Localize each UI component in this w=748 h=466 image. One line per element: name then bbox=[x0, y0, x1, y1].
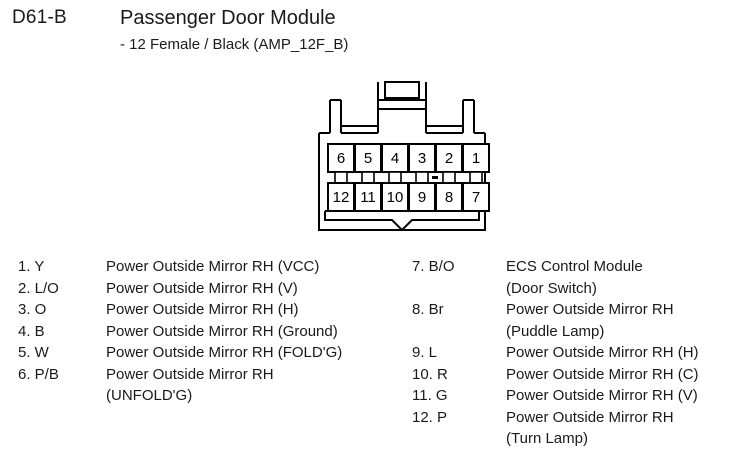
pin-id: 1. Y bbox=[18, 258, 45, 275]
pin-list-item: 10. R Power Outside Mirror RH (C) bbox=[400, 364, 748, 386]
pin-desc: Power Outside Mirror RH (Ground) bbox=[106, 322, 338, 340]
pin-number-12: 12 bbox=[333, 189, 350, 206]
pin-id: 9. L bbox=[412, 344, 438, 361]
page-title: Passenger Door Module bbox=[120, 7, 336, 29]
module-subtitle: - 12 Female / Black (AMP_12F_B) bbox=[120, 36, 349, 53]
pin-list-item: 7. B/O ECS Control Module bbox=[400, 256, 748, 278]
right-shoulder bbox=[426, 125, 463, 134]
pin-cell-6 bbox=[327, 143, 355, 173]
pin-desc-continuation: (Door Switch) bbox=[506, 279, 597, 297]
pin-number-11: 11 bbox=[360, 189, 376, 206]
pin-stub-6 bbox=[334, 171, 348, 184]
pin-list-item-continuation: (UNFOLD'G) bbox=[0, 385, 400, 407]
connector-code: D61-B bbox=[12, 7, 67, 28]
pin-list-left: 1. Y Power Outside Mirror RH (VCC) 2. L/… bbox=[0, 256, 400, 407]
pin-cell-9 bbox=[408, 182, 436, 212]
left-ear bbox=[329, 99, 342, 133]
pin-id: 2. L/O bbox=[18, 279, 59, 297]
bottom-band bbox=[324, 210, 480, 232]
header: D61-B Passenger Door Module - 12 Female … bbox=[0, 0, 748, 70]
pin-id: 12. P bbox=[412, 408, 448, 426]
pin-id: 10. R bbox=[412, 365, 448, 383]
pin-list-item-continuation: (Door Switch) bbox=[400, 278, 748, 300]
pin-number-4: 4 bbox=[391, 150, 399, 167]
pin-desc-continuation: (Puddle Lamp) bbox=[506, 322, 605, 340]
pin-id: 4. B bbox=[18, 322, 45, 340]
pin-number-9: 9 bbox=[418, 189, 426, 206]
pin-list-item: 1. Y Power Outside Mirror RH (VCC) bbox=[0, 256, 400, 278]
pin-stub-1 bbox=[469, 171, 483, 184]
pin-id: 11. G bbox=[412, 387, 448, 404]
latch-tab bbox=[377, 82, 427, 110]
pin-number-6: 6 bbox=[337, 150, 345, 167]
pin-desc: Power Outside Mirror RH (VCC) bbox=[106, 258, 320, 275]
pin-desc: ECS Control Module bbox=[506, 258, 643, 275]
pin-number-8: 8 bbox=[445, 189, 453, 206]
pin-stub-4 bbox=[388, 171, 402, 184]
connector-body-outline bbox=[318, 132, 486, 231]
pin-id: 3. O bbox=[18, 301, 47, 318]
pin-number-2: 2 bbox=[445, 150, 453, 167]
pin-id: 6. P/B bbox=[18, 365, 59, 383]
pin-list-item: 3. O Power Outside Mirror RH (H) bbox=[0, 299, 400, 321]
keying-dot bbox=[432, 176, 438, 179]
pin-list-item: 11. G Power Outside Mirror RH (V) bbox=[400, 385, 748, 407]
pin-stub-3 bbox=[415, 171, 429, 184]
pin-stub-5 bbox=[361, 171, 375, 184]
pin-number-7: 7 bbox=[472, 189, 480, 206]
pin-desc: Power Outside Mirror RH bbox=[106, 365, 274, 383]
pin-desc: Power Outside Mirror RH (V) bbox=[506, 387, 698, 404]
pin-list-item: 12. P Power Outside Mirror RH bbox=[400, 407, 748, 429]
pin-desc: Power Outside Mirror RH (H) bbox=[506, 344, 699, 361]
pin-number-3: 3 bbox=[418, 150, 426, 167]
pin-number-5: 5 bbox=[364, 150, 372, 167]
pin-desc: Power Outside Mirror RH (C) bbox=[506, 365, 699, 383]
pin-cell-10 bbox=[381, 182, 409, 212]
pin-desc: Power Outside Mirror RH bbox=[506, 408, 674, 426]
pin-cell-5 bbox=[354, 143, 382, 173]
pin-desc: Power Outside Mirror RH (FOLD'G) bbox=[106, 344, 343, 361]
pin-desc: Power Outside Mirror RH (V) bbox=[106, 279, 298, 297]
left-shoulder bbox=[341, 125, 378, 134]
pin-cell-12 bbox=[327, 182, 355, 212]
pin-number-1: 1 bbox=[472, 150, 480, 167]
pin-desc: Power Outside Mirror RH bbox=[506, 301, 674, 318]
right-ear bbox=[462, 99, 475, 133]
pin-desc-continuation: (Turn Lamp) bbox=[506, 430, 588, 447]
pin-stub-2 bbox=[442, 171, 456, 184]
pin-list-item-continuation: (Turn Lamp) bbox=[400, 428, 748, 450]
latch-cap bbox=[384, 81, 420, 99]
pin-id: 7. B/O bbox=[412, 258, 455, 275]
pin-id: 5. W bbox=[18, 344, 49, 361]
pin-desc: Power Outside Mirror RH (H) bbox=[106, 301, 299, 318]
pin-list-item: 4. B Power Outside Mirror RH (Ground) bbox=[0, 321, 400, 343]
pin-number-10: 10 bbox=[387, 189, 404, 206]
pin-id: 8. Br bbox=[412, 301, 444, 318]
pin-list-right: 7. B/O ECS Control Module (Door Switch) … bbox=[400, 256, 748, 450]
latch-stem bbox=[377, 109, 427, 133]
pin-list-item: 2. L/O Power Outside Mirror RH (V) bbox=[0, 278, 400, 300]
connector-diagram: 6 5 4 3 2 1 12 11 10 9 8 7 bbox=[297, 78, 507, 238]
pin-list-item: 9. L Power Outside Mirror RH (H) bbox=[400, 342, 748, 364]
pin-cell-7 bbox=[462, 182, 490, 212]
pin-list-item: 8. Br Power Outside Mirror RH bbox=[400, 299, 748, 321]
pin-list-item: 5. W Power Outside Mirror RH (FOLD'G) bbox=[0, 342, 400, 364]
pin-desc-continuation: (UNFOLD'G) bbox=[106, 387, 193, 404]
pin-list-item-continuation: (Puddle Lamp) bbox=[400, 321, 748, 343]
pin-list-item: 6. P/B Power Outside Mirror RH bbox=[0, 364, 400, 386]
